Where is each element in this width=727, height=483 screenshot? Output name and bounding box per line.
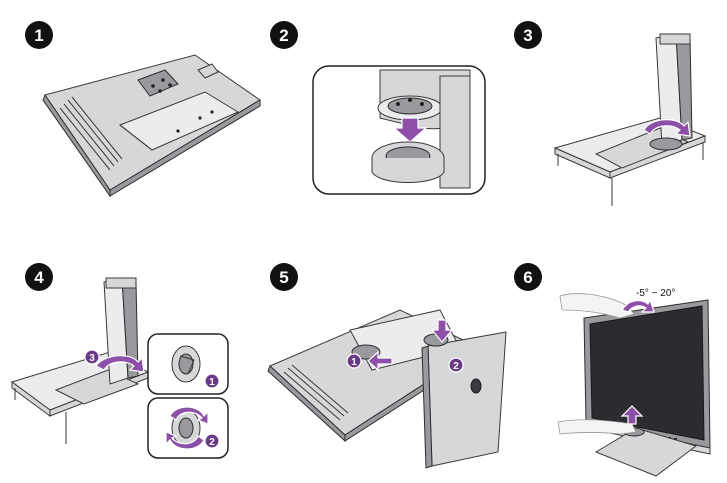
step-4-badge-3 [84, 349, 100, 365]
push-down-arrow-icon [430, 319, 454, 343]
down-arrow-icon [392, 117, 428, 143]
monitor-back-face-down [42, 54, 261, 198]
step-4-inset-badge-2 [204, 433, 220, 449]
stand-upright-step4 [54, 277, 140, 405]
tighten-arrow-bottom-icon [165, 431, 205, 450]
step-6-panel: 6 -5° ~ 20° [514, 263, 711, 477]
stand-base-plate [427, 331, 507, 467]
step-5-badge-2 [448, 357, 464, 373]
step-6-number: 6 [523, 268, 532, 287]
bottom-hand-icon [557, 419, 637, 435]
lift-arrow-icon [620, 405, 644, 425]
step-4-inset-badge-1 [204, 373, 220, 389]
tighten-arrow-top-icon [169, 406, 209, 425]
rotate-arrow-icon [643, 119, 691, 137]
stand-hinge-closeup [377, 69, 471, 189]
step-3-number: 3 [523, 26, 532, 45]
step-5-badge-1-label: 1 [351, 357, 357, 368]
step-2-number-circle [270, 21, 298, 49]
stand-upright [594, 33, 693, 169]
step-5-panel: 5 1 2 [267, 263, 507, 469]
step-4-number-circle [25, 263, 53, 291]
top-hand-icon [559, 293, 635, 319]
step-4-inset-badge-1-label: 1 [209, 377, 215, 388]
rotate-arrow-step4-icon [95, 355, 145, 373]
step-3-panel: 3 [514, 21, 707, 206]
tilt-arrow-icon [621, 298, 655, 313]
step-3-number-circle [514, 21, 542, 49]
step-4-badge-3-label: 3 [89, 353, 95, 364]
step-2-panel: 2 [270, 21, 486, 195]
step-4-number: 4 [34, 268, 44, 287]
step-6-number-circle [514, 263, 542, 291]
step-1-number-circle [25, 21, 53, 49]
step-5-badge-2-label: 2 [453, 361, 459, 372]
vesa-mount-plate [137, 69, 179, 97]
hands [557, 293, 637, 435]
step-1-panel: 1 [25, 21, 261, 198]
step-5-badge-1 [346, 353, 362, 369]
tilt-angle-label: -5° ~ 20° [636, 288, 675, 299]
step-1-number: 1 [34, 26, 43, 45]
slide-arrow-icon [367, 350, 393, 372]
step-4-panel: 4 3 1 2 [10, 263, 229, 459]
step-5-number-circle [270, 263, 298, 291]
step-4-inset-badge-2-label: 2 [209, 437, 215, 448]
step-2-number: 2 [279, 26, 288, 45]
stand-base-socket [371, 141, 445, 183]
step-5-number: 5 [279, 268, 288, 287]
